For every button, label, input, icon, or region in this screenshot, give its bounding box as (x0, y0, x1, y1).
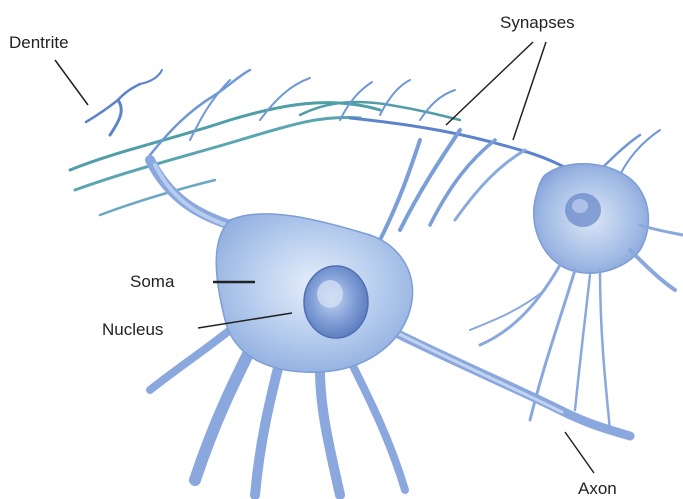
synapses-label: Synapses (500, 14, 575, 31)
synapse-leader-1 (446, 42, 533, 125)
axon-leader (565, 432, 594, 473)
axon-label: Axon (578, 480, 617, 497)
nucleus-label: Nucleus (102, 321, 163, 338)
dentrite-label: Dentrite (9, 34, 69, 51)
second-neuron (470, 164, 683, 430)
dentrite-leader (55, 60, 88, 105)
soma-label: Soma (130, 273, 174, 290)
